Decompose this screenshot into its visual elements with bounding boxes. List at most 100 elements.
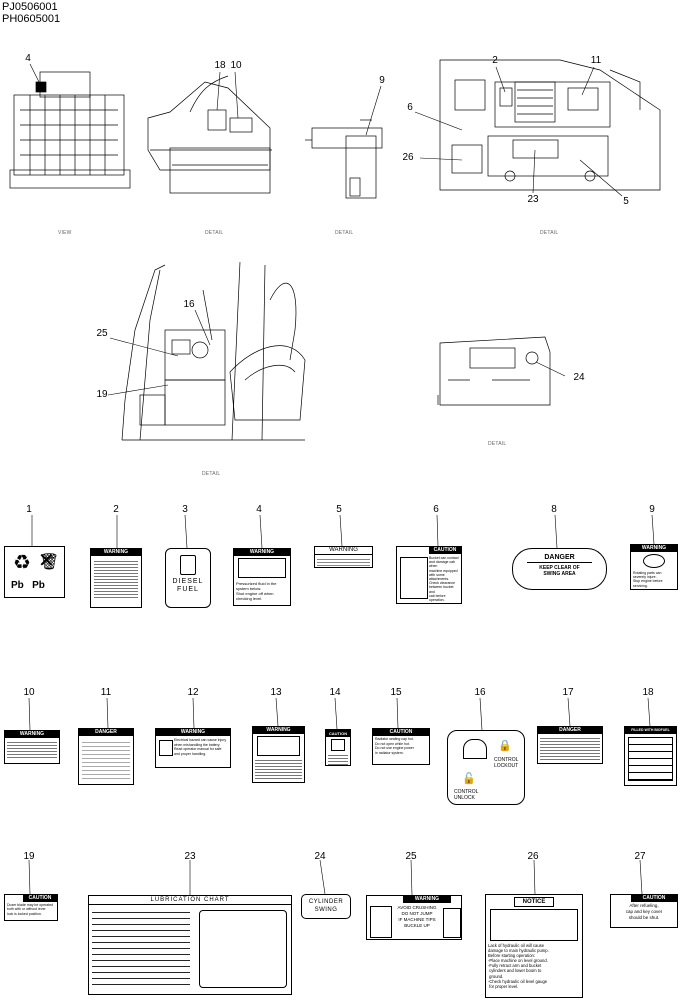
label-19-caution: CAUTION Dozer blade may be operated both… xyxy=(4,894,58,921)
label-number: 26 xyxy=(527,851,539,862)
callout-number: 4 xyxy=(25,53,31,64)
text-block xyxy=(7,740,57,760)
label-15-caution: CAUTION Radiator sealing cap hot. Do not… xyxy=(372,728,430,765)
label-number: 19 xyxy=(23,851,35,862)
label-text: Bucket can contact and damage cab when m… xyxy=(429,556,459,603)
recycle-icon: ♻ xyxy=(13,552,31,574)
callout-number: 25 xyxy=(96,328,108,339)
text-block xyxy=(94,559,138,599)
lever-icon xyxy=(463,739,487,759)
label-header: WARNING xyxy=(91,549,141,556)
label-number: 15 xyxy=(390,687,402,698)
label-number: 11 xyxy=(100,687,112,698)
label-text: Dozer blade may be operated both with or… xyxy=(7,903,54,916)
detail-caption: DETAIL xyxy=(540,230,559,236)
bracket-view xyxy=(305,119,383,199)
callout-number: 19 xyxy=(96,389,108,400)
label-11-danger: DANGER xyxy=(78,728,134,785)
fuel-pump-icon xyxy=(180,555,196,575)
text-block xyxy=(255,758,302,780)
label-header: WARNING xyxy=(234,549,290,556)
detail-caption: DETAIL xyxy=(205,230,224,236)
label-number: 13 xyxy=(270,687,282,698)
callout-number: 5 xyxy=(623,196,629,207)
callout-number: 16 xyxy=(183,299,195,310)
label-number: 25 xyxy=(405,851,417,862)
label-header: CAUTION xyxy=(631,895,677,902)
label-number: 4 xyxy=(256,504,262,515)
crush-illustration xyxy=(370,906,392,938)
label-text: Lack of hydraulic oil will cause damage … xyxy=(488,943,549,989)
label-text: Electrical hazard can cause injury when … xyxy=(174,738,227,756)
label-26-notice: NOTICE Lack of hydraulic oil will cause … xyxy=(485,894,583,998)
callout-number: 26 xyxy=(402,152,414,163)
drawing-code-2: PH0605001 xyxy=(2,13,61,25)
text-block xyxy=(540,736,600,760)
info-table xyxy=(628,737,673,781)
label-3-diesel-fuel: DIESEL FUEL xyxy=(165,548,211,608)
label-1-recycle: ♻ 🗑 ✕ Pb Pb xyxy=(4,546,65,598)
cylinder-box-view xyxy=(437,336,551,406)
label-8-danger: DANGER KEEP CLEAR OF SWING AREA xyxy=(512,548,607,590)
label-5-warning: WARNING xyxy=(314,546,373,568)
control-valve-view xyxy=(9,71,131,189)
callout-number: 9 xyxy=(379,75,385,86)
machine-diagram xyxy=(199,910,287,988)
label-header: WARNING xyxy=(631,545,677,552)
rear-housing-view xyxy=(439,59,661,191)
label-text: DIESEL FUEL xyxy=(172,578,204,593)
label-number: 23 xyxy=(184,851,196,862)
label-header: LUBRICATION CHART xyxy=(89,896,291,905)
label-text: KEEP CLEAR OF SWING AREA xyxy=(539,565,580,577)
label-text: CYLINDER SWING xyxy=(308,899,344,913)
label-27-caution: CAUTION After refueling, cap and key cov… xyxy=(610,894,678,928)
label-header: NOTICE xyxy=(514,897,554,907)
label-number: 6 xyxy=(433,504,439,515)
label-number: 2 xyxy=(113,504,119,515)
text-block xyxy=(328,753,348,765)
label-18-fill-info: FILLED WITH BIOFUEL xyxy=(624,726,677,786)
label-header: WARNING xyxy=(253,727,304,734)
label-12-warning: WARNING Electrical hazard can cause inju… xyxy=(155,728,231,768)
cab-view xyxy=(121,261,306,441)
padlock-icon: 🔒 xyxy=(498,740,512,752)
oil-gauge-illustration xyxy=(490,909,578,941)
console-view xyxy=(147,75,272,194)
excavator-illustration xyxy=(257,736,300,756)
label-number: 17 xyxy=(562,687,574,698)
label-17-danger: DANGER xyxy=(537,726,603,764)
view-caption: VIEW xyxy=(58,230,72,236)
illustration xyxy=(238,558,286,578)
callout-number: 11 xyxy=(590,55,602,66)
label-header: CAUTION xyxy=(326,730,350,737)
detail-caption: DETAIL xyxy=(202,471,221,477)
callout-number: 10 xyxy=(230,60,242,71)
label-leaders xyxy=(28,514,655,896)
label-9-warning: WARNING Rotating parts can severely inju… xyxy=(630,544,678,590)
label-header: DANGER xyxy=(79,729,133,736)
label-4-warning: WARNING Pressurized fluid in the system … xyxy=(233,548,291,606)
label-number: 24 xyxy=(314,851,326,862)
label-10-warning: WARNING xyxy=(4,730,60,764)
label-header: CAUTION xyxy=(429,547,461,554)
label-text: CONTROL LOCKOUT xyxy=(494,757,519,769)
fan-hazard-icon xyxy=(643,554,665,568)
label-text: Radiator sealing cap hot. Do not open wh… xyxy=(375,737,414,755)
diagram-block xyxy=(82,739,130,779)
callout-number: 18 xyxy=(214,60,226,71)
label-header: WARNING xyxy=(403,896,451,903)
label-header: CAUTION xyxy=(373,729,429,736)
battery-icon xyxy=(159,740,173,756)
detail-caption: DETAIL xyxy=(488,441,507,447)
detail-caption: DETAIL xyxy=(335,230,354,236)
label-number: 3 xyxy=(182,504,188,515)
seatbelt-illustration xyxy=(443,908,461,938)
drawing-code-1: PJ0506001 xyxy=(2,1,58,13)
text-block xyxy=(317,557,370,566)
label-number: 8 xyxy=(551,504,557,515)
callout-number: 6 xyxy=(407,102,413,113)
label-13-warning: WARNING xyxy=(252,726,305,783)
label-header: DANGER xyxy=(527,553,592,563)
label-header: WARNING xyxy=(5,731,59,738)
label-number: 18 xyxy=(642,687,654,698)
